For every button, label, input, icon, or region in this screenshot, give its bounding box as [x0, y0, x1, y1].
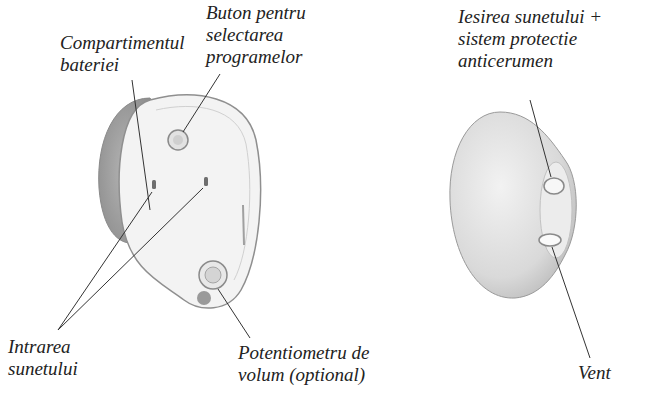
volume-wheel [199, 261, 227, 289]
leader-line [552, 247, 590, 358]
leader-line [530, 100, 551, 177]
earmould-shell [450, 112, 576, 298]
part-label: Compartimentul bateriei [60, 32, 200, 76]
program-button [168, 130, 188, 150]
part-label: Buton pentru selectarea programelor [206, 2, 326, 68]
sound-inlet [204, 177, 208, 186]
volume-wheel-hub [205, 267, 221, 283]
part-label: Intrarea sunetului [8, 336, 118, 380]
sound-outlet [544, 178, 564, 194]
leader-line [218, 289, 250, 338]
leader-line [132, 80, 150, 210]
extraction-knob [197, 291, 211, 305]
part-label: Vent [578, 362, 638, 384]
faceplate-rim [156, 106, 250, 280]
shell-tip [540, 162, 572, 258]
leader-line [58, 192, 152, 330]
battery-door-edge [243, 205, 244, 245]
part-label: Iesirea sunetului + sistem protectie ant… [458, 6, 618, 72]
leader-line [183, 74, 220, 132]
leader-line [58, 188, 203, 330]
vent-opening [539, 234, 561, 246]
program-button-top [173, 135, 183, 145]
part-label: Potentiometru de volum (optional) [238, 342, 418, 386]
sound-inlet [152, 180, 156, 189]
